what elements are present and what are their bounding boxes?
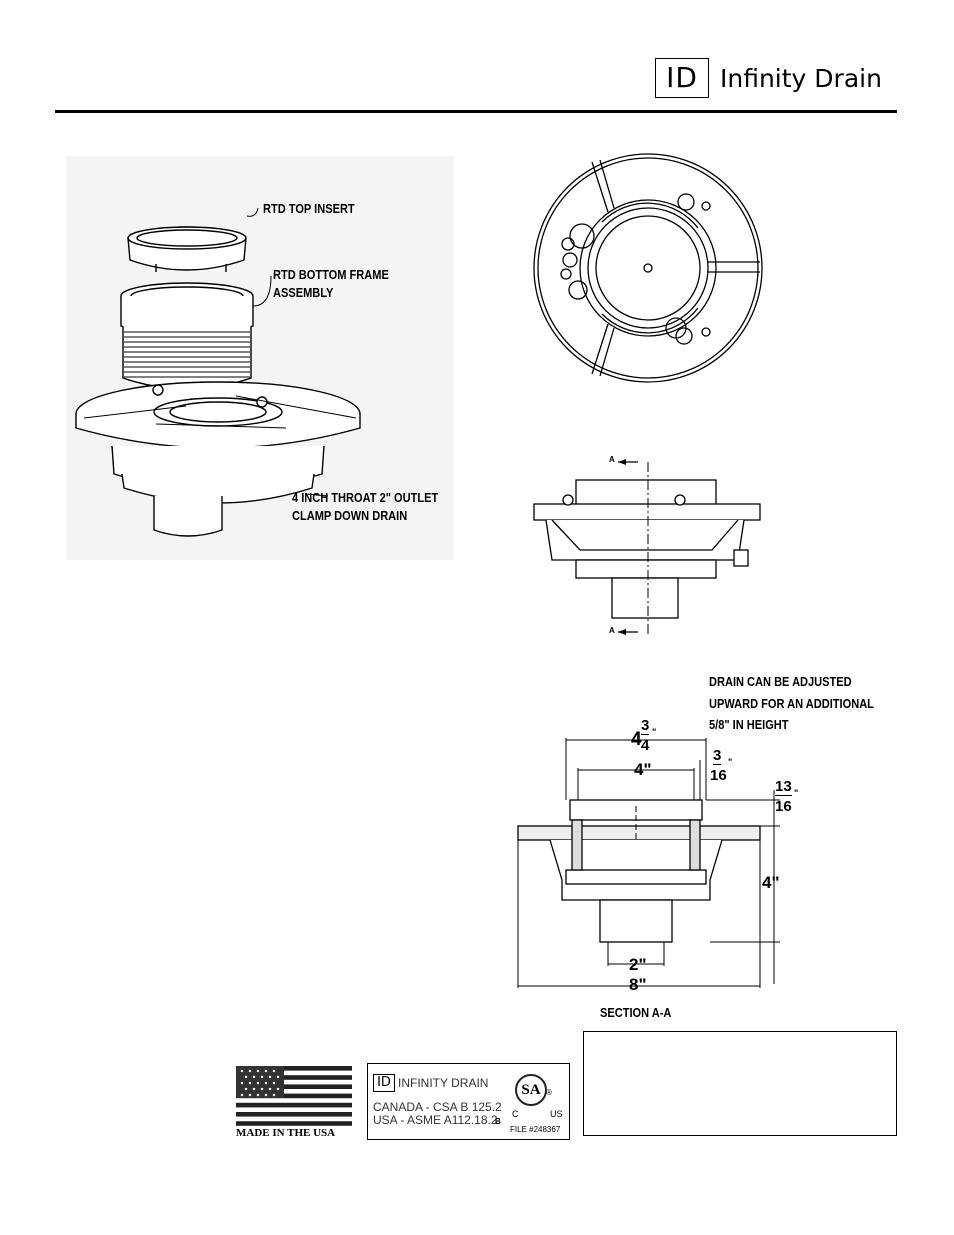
cert-usa: USA - ASME A112.18.2 bbox=[373, 1113, 498, 1127]
usa-flag-icon bbox=[236, 1066, 352, 1126]
label-drain-line1: 4 INCH THROAT 2" OUTLET bbox=[292, 490, 439, 505]
notes-box bbox=[583, 1031, 897, 1136]
dim-inner-width: 4" bbox=[634, 760, 652, 779]
dim-gap-inch: " bbox=[728, 757, 733, 767]
adjust-note-line2: UPWARD FOR AN ADDITIONAL bbox=[709, 696, 874, 711]
dim-lip-inch: " bbox=[794, 788, 799, 798]
section-title: SECTION A-A bbox=[600, 1005, 672, 1020]
cert-logo-mark: ID bbox=[373, 1074, 395, 1092]
dim-overall-top-whole: 4 bbox=[631, 729, 642, 750]
section-marker-bottom: A bbox=[609, 626, 615, 635]
header-divider bbox=[55, 110, 897, 113]
dim-lip-numerator: 13 bbox=[775, 778, 792, 796]
dim-gap-denominator: 16 bbox=[710, 767, 727, 784]
dim-gap-numerator: 3 bbox=[713, 747, 722, 765]
dim-outlet: 2" bbox=[629, 955, 647, 974]
adjust-note-line1: DRAIN CAN BE ADJUSTED bbox=[709, 674, 852, 689]
cert-canada: CANADA - CSA B 125.2 bbox=[373, 1100, 502, 1114]
plan-view-drawing bbox=[533, 153, 763, 383]
section-view-drawing bbox=[517, 738, 780, 988]
label-drain-line2: CLAMP DOWN DRAIN bbox=[292, 508, 408, 523]
label-bottom-frame-line1: RTD BOTTOM FRAME bbox=[273, 267, 389, 282]
dim-flange: 8" bbox=[629, 975, 647, 994]
certification-plate bbox=[367, 1063, 570, 1140]
csa-file-number: FILE #248367 bbox=[510, 1125, 561, 1134]
brand-name: Infinity Drain bbox=[720, 64, 882, 93]
csa-registered-mark: ® bbox=[546, 1088, 552, 1097]
label-bottom-frame-line2: ASSEMBLY bbox=[273, 285, 334, 300]
dim-overall-top-denominator: 4 bbox=[641, 737, 650, 754]
cert-brand: INFINITY DRAIN bbox=[398, 1076, 489, 1090]
csa-us-mark: US bbox=[550, 1109, 563, 1119]
cert-b-mark: B bbox=[495, 1117, 501, 1126]
csa-c-mark: C bbox=[512, 1109, 519, 1119]
elevation-view-drawing bbox=[533, 459, 761, 635]
made-in-usa-label: MADE IN THE USA bbox=[236, 1127, 336, 1139]
exploded-view-panel bbox=[66, 156, 454, 560]
adjust-note-line3: 5/8" IN HEIGHT bbox=[709, 717, 789, 732]
exploded-view-drawing bbox=[75, 207, 361, 537]
label-top-insert: RTD TOP INSERT bbox=[263, 201, 355, 216]
dim-lip-denominator: 16 bbox=[775, 798, 792, 815]
csa-logo-icon: SA bbox=[515, 1074, 547, 1106]
dim-overall-top-inch: " bbox=[652, 727, 657, 737]
section-marker-top: A bbox=[609, 455, 615, 464]
dim-overall-top-numerator: 3 bbox=[641, 717, 650, 735]
dim-height: 4" bbox=[762, 873, 780, 892]
brand-logo-mark: ID bbox=[655, 58, 709, 98]
